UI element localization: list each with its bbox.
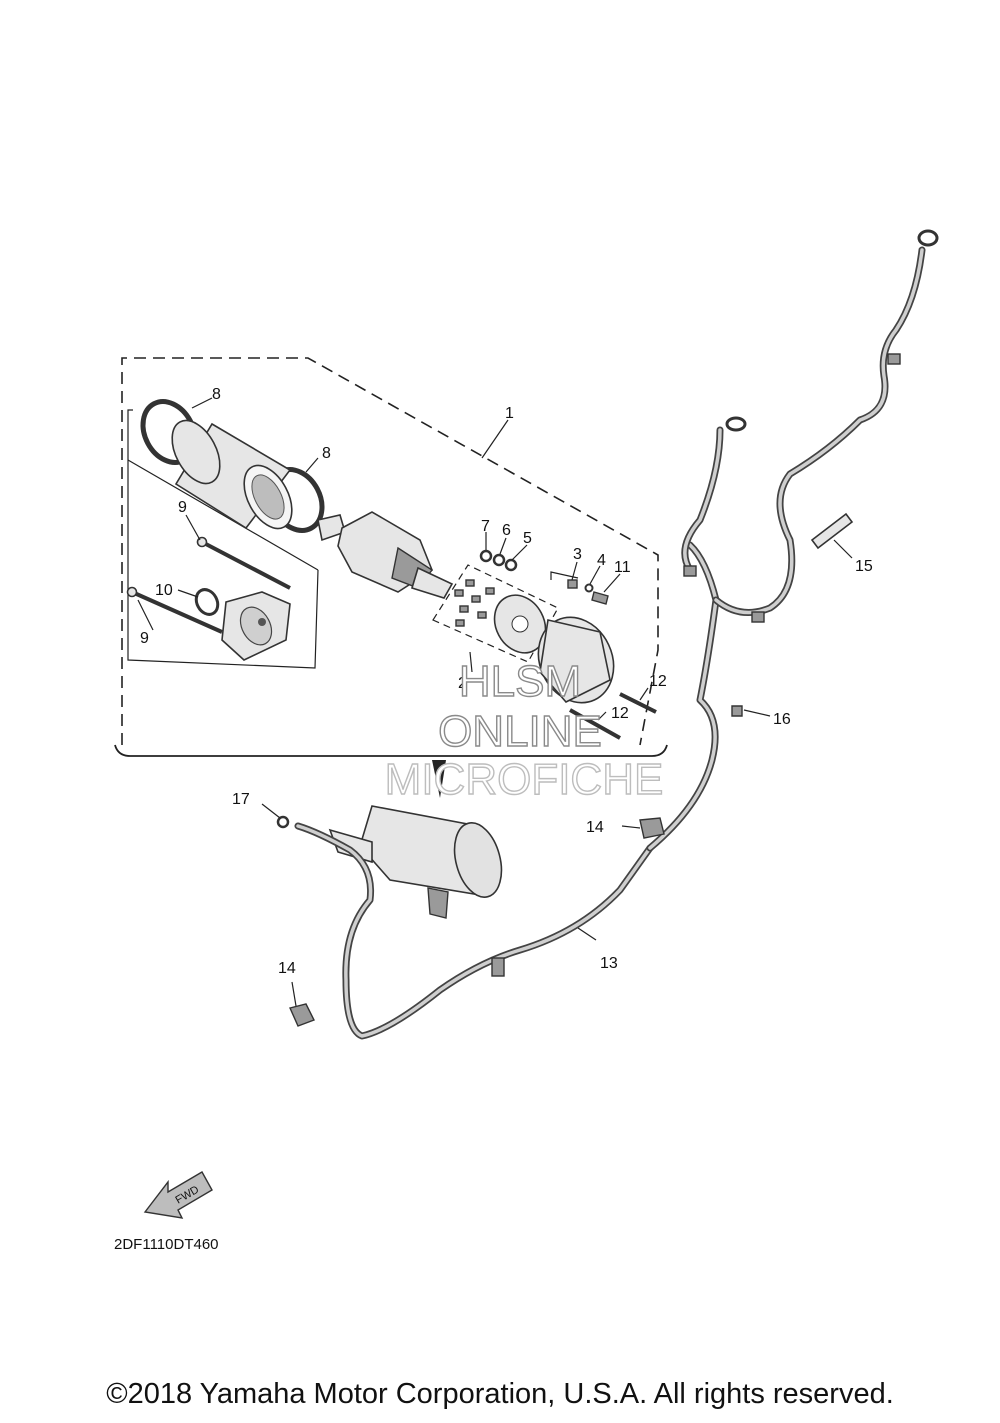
- callout-1: 1: [505, 405, 514, 422]
- callout-8: 8: [212, 386, 221, 403]
- group-bracket-left: [127, 409, 319, 669]
- screw-16: [731, 705, 743, 717]
- armature: [317, 511, 454, 599]
- terminal-3: [567, 579, 578, 589]
- leader-lines: [137, 397, 853, 1007]
- callout-13: 13: [600, 955, 618, 972]
- group-bracket-left-diag: [127, 459, 319, 571]
- exploded-view-pointer: [432, 760, 446, 798]
- watermark: HLSM ONLINE MICROFICHE: [384, 656, 664, 804]
- callout-9: 9: [178, 499, 187, 516]
- washer-6: [492, 553, 506, 567]
- callout-labels: 1 2 3 4 5 6 7 8 8 9 9 10 11 12 12 13 14 …: [140, 386, 873, 977]
- clamp-14-upper: [639, 817, 665, 839]
- callout-15: 15: [855, 558, 873, 575]
- bolt-12-upper: [619, 692, 657, 714]
- through-bolt-9-lower: [131, 590, 223, 634]
- callout-12: 12: [649, 673, 667, 690]
- rear-end-cover: [537, 616, 615, 704]
- callout-12: 12: [611, 705, 629, 722]
- bracket-3-11: [550, 571, 579, 580]
- bolt-11: [591, 591, 609, 605]
- bolt-12-lower: [569, 708, 621, 740]
- callout-5: 5: [523, 530, 532, 547]
- battery-cable-harness: [681, 229, 939, 623]
- callout-9: 9: [140, 630, 149, 647]
- exploded-view-boundary-base: [114, 744, 668, 757]
- brush-plate: [493, 594, 547, 654]
- callout-7: 7: [481, 518, 490, 535]
- brush-set: [454, 579, 495, 627]
- yoke-housing: [171, 419, 293, 530]
- callout-8: 8: [322, 445, 331, 462]
- nut-17: [276, 815, 290, 829]
- fwd-arrow-icon: [143, 1171, 213, 1219]
- watermark-line-2: ONLINE: [438, 707, 602, 756]
- starter-cable-13: [294, 541, 720, 1040]
- starting-motor-assembly: [328, 805, 503, 919]
- watermark-line-1: HLSM: [459, 657, 581, 706]
- callout-4: 4: [597, 552, 606, 569]
- washer-7: [479, 549, 493, 563]
- callout-14: 14: [278, 960, 296, 977]
- callout-11: 11: [614, 559, 631, 576]
- callout-17: 17: [232, 791, 250, 808]
- exploded-view-boundary: [121, 357, 659, 746]
- callout-2: 2: [458, 675, 467, 692]
- watermark-line-3: MICROFICHE: [385, 755, 664, 804]
- nut-4: [584, 583, 594, 593]
- through-bolt-9-upper: [201, 540, 291, 590]
- o-ring-10: [194, 588, 220, 616]
- copyright-notice: ©2018 Yamaha Motor Corporation, U.S.A. A…: [106, 1378, 894, 1410]
- washer-5: [504, 558, 518, 572]
- callout-6: 6: [502, 522, 511, 539]
- diagram-code: 2DF1110DT460: [114, 1236, 219, 1253]
- callout-10: 10: [155, 582, 173, 599]
- fwd-arrow: FWD: [143, 1171, 213, 1219]
- clamp-14-lower: [289, 1003, 315, 1027]
- callout-3: 3: [573, 546, 582, 563]
- front-end-cover: [221, 591, 291, 661]
- callout-16: 16: [773, 711, 791, 728]
- callout-14: 14: [586, 819, 604, 836]
